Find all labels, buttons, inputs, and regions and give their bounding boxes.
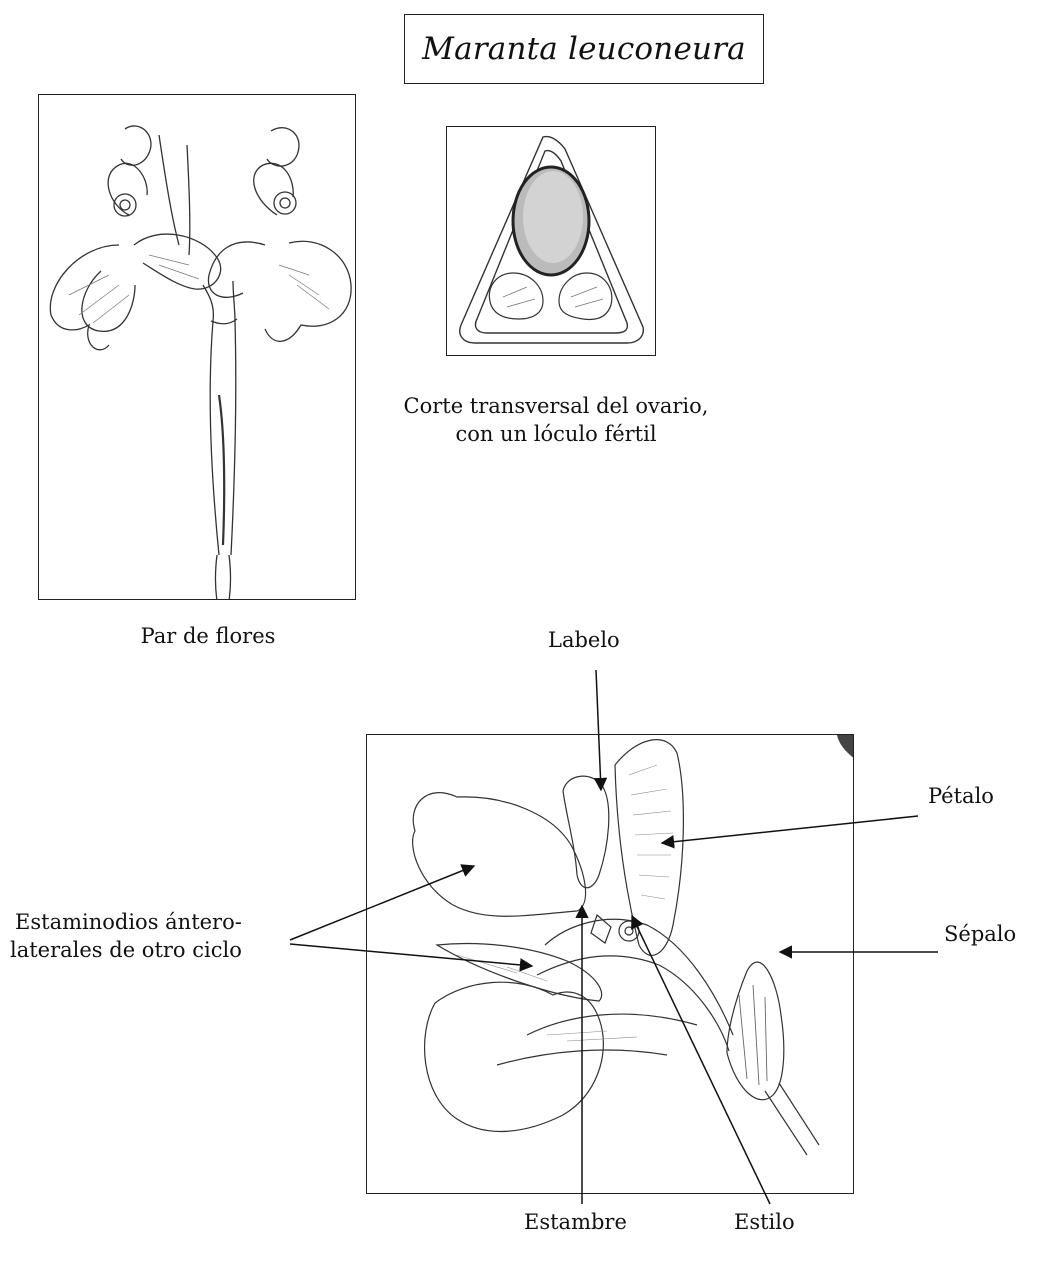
flower-pair-caption: Par de flores xyxy=(118,622,298,650)
label-estaminodios-line1: Estaminodios ántero- xyxy=(10,908,242,936)
ovary-cross-section-illustration xyxy=(446,126,656,356)
label-estaminodios: Estaminodios ántero- laterales de otro c… xyxy=(10,908,242,964)
label-estilo: Estilo xyxy=(734,1208,795,1236)
label-sepalo: Sépalo xyxy=(944,920,1016,948)
label-estambre: Estambre xyxy=(524,1208,627,1236)
ovary-caption-line2: con un lóculo fértil xyxy=(366,420,746,448)
page-title: Maranta leuconeura xyxy=(422,31,746,67)
title-box: Maranta leuconeura xyxy=(404,14,764,84)
label-estaminodios-line2: laterales de otro ciclo xyxy=(10,936,242,964)
flower-pair-illustration xyxy=(38,94,356,600)
label-petalo: Pétalo xyxy=(928,782,994,810)
flower-detail-illustration xyxy=(366,734,854,1194)
ovary-caption-line1: Corte transversal del ovario, xyxy=(366,392,746,420)
flower-detail-drawing xyxy=(367,735,854,1194)
ovary-cross-section-drawing xyxy=(447,127,656,356)
label-labelo: Labelo xyxy=(548,626,620,654)
ovary-caption: Corte transversal del ovario, con un lóc… xyxy=(366,392,746,448)
flower-pair-drawing xyxy=(39,95,356,600)
